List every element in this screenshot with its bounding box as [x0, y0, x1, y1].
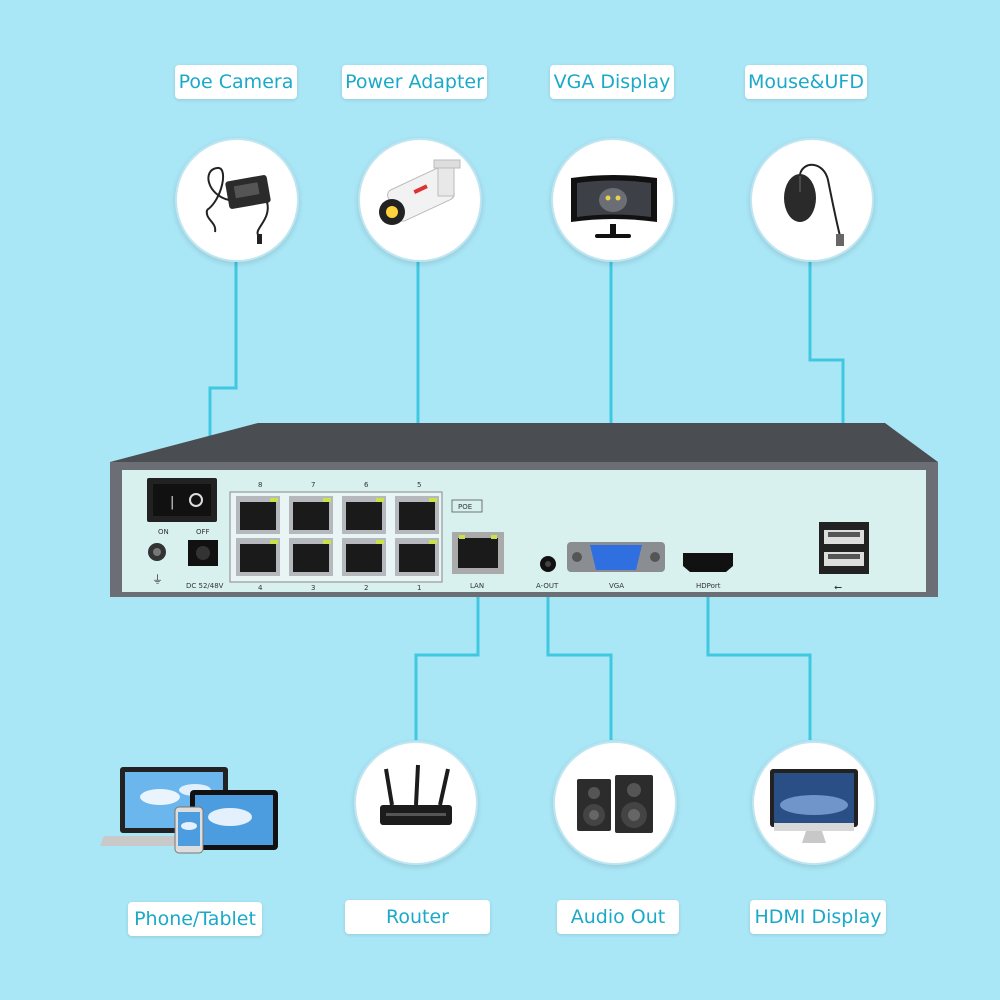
- label-poe-camera: Poe Camera: [175, 65, 297, 99]
- label-vga-display: VGA Display: [550, 65, 674, 99]
- wire-audio-out: [546, 560, 613, 740]
- vga-label: VGA: [609, 582, 624, 590]
- port-label-2: 2: [364, 584, 368, 592]
- curved-monitor-icon: [571, 175, 657, 238]
- audio-out-label: A-OUT: [536, 582, 559, 590]
- mouse-icon: [784, 164, 844, 246]
- port-label-5: 5: [417, 481, 421, 489]
- wire-hdmi-display: [706, 565, 812, 740]
- label-hdmi-display: HDMI Display: [750, 900, 886, 934]
- circle-speakers: [553, 741, 677, 865]
- svg-text:⭠: ⭠: [834, 582, 842, 593]
- rj45-port: [236, 538, 280, 576]
- label-router: Router: [345, 900, 490, 934]
- bullet-camera-icon: [379, 159, 461, 225]
- circle-mouse: [750, 138, 874, 262]
- circle-bullet-camera: [358, 138, 482, 262]
- port-label-1: 1: [417, 584, 421, 592]
- usb-ports: [819, 522, 869, 574]
- svg-text:⏚: ⏚: [152, 573, 163, 586]
- speakers-icon: [577, 775, 653, 833]
- label-power-adapter: Power Adapter: [342, 65, 487, 99]
- port-label-4: 4: [258, 584, 263, 592]
- circle-power-adapter: [175, 138, 299, 262]
- router-icon: [380, 764, 452, 825]
- imac-monitor-icon: [770, 769, 858, 843]
- wire-router: [414, 555, 480, 740]
- circle-vga-display: [551, 138, 675, 262]
- lan-label: LAN: [470, 582, 484, 590]
- rj45-port: [289, 496, 333, 534]
- label-mouse-ufd: Mouse&UFD: [745, 65, 867, 99]
- port-label-8: 8: [258, 481, 262, 489]
- power-adapter-icon: [205, 167, 271, 244]
- port-label-6: 6: [364, 481, 369, 489]
- power-rating-label: DC 52/48V: [186, 582, 224, 590]
- rj45-port: [342, 496, 386, 534]
- switch-on-label: ON: [158, 528, 169, 536]
- svg-text:|: |: [170, 495, 174, 510]
- hdmi-label: HDPort: [696, 582, 721, 590]
- group-phone-tablet: [100, 762, 280, 857]
- rj45-port: [289, 538, 333, 576]
- circle-hdmi-display: [752, 741, 876, 865]
- switch-off-label: OFF: [196, 528, 210, 536]
- hdmi-port: [683, 553, 733, 572]
- rj45-port: [342, 538, 386, 576]
- label-audio-out: Audio Out: [557, 900, 679, 934]
- port-label-7: 7: [311, 481, 315, 489]
- rj45-port: [395, 496, 439, 534]
- circle-router: [354, 741, 478, 865]
- port-label-3: 3: [311, 584, 315, 592]
- rj45-port: [236, 496, 280, 534]
- rj45-port: [395, 538, 439, 576]
- poe-label: POE: [458, 503, 472, 511]
- laptop-tablet-phone-icon: [100, 767, 278, 854]
- label-phone-tablet: Phone/Tablet: [128, 902, 262, 936]
